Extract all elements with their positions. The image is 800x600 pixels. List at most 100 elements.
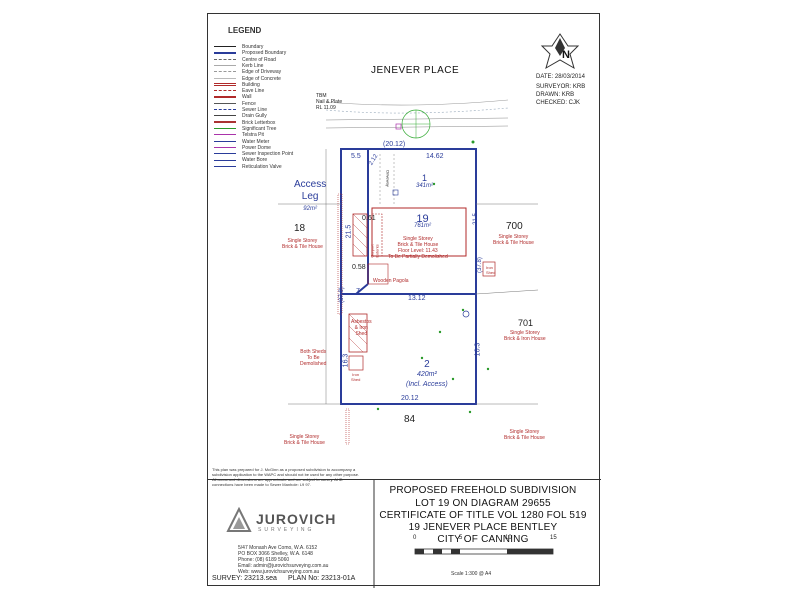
legend-item: Water Bore [214, 157, 267, 163]
dim-21-5-right: 21.5 [472, 213, 479, 225]
lot-84-number: 84 [404, 414, 416, 425]
legend-item: Sewer Line [214, 107, 267, 113]
legend-label: Eave Line [242, 88, 265, 95]
lot-1-label: 1 341m² [416, 173, 434, 189]
legend-item: Fence [214, 101, 256, 107]
legend-item: Drain Gully [214, 113, 267, 119]
title-block [208, 479, 601, 588]
dim-0-61: 0.61 [362, 215, 376, 222]
company-name: JUROVICH [256, 511, 337, 527]
address-line-1: 5/47 Monash Ave Como, W.A. 6152 [238, 545, 318, 551]
legend-label: Proposed Boundary [242, 50, 287, 57]
dim-13-12: 13.12 [408, 295, 426, 302]
dim-0-58: 0.58 [352, 264, 366, 271]
legend-symbol-icon [214, 82, 236, 86]
legend-item: Water Meter [214, 139, 269, 145]
address-line-2: PO BOX 3066 Shelley, W.A. 6148 [238, 551, 313, 557]
legend-label: Edge of Concrete [242, 75, 281, 82]
title-line-2: LOT 19 ON DIAGRAM 29655 [415, 498, 551, 509]
legend-symbol-icon [214, 146, 236, 148]
email: Email: admin@jurovichsurveying.com.au [238, 563, 329, 569]
north-label: N [562, 49, 570, 61]
wooden-pagola-label: Wooden Pagola [373, 278, 409, 284]
legend-item: Boundary [214, 44, 263, 50]
title-line-3: CERTIFICATE OF TITLE VOL 1280 FOL 519 [379, 510, 587, 521]
scale-caption: Scale 1:300 @ A4 [451, 571, 492, 577]
lot-19-label: 19 761m² [414, 213, 432, 229]
legend-symbol-icon [214, 121, 236, 124]
legend-item: Reticulation Valve [214, 164, 282, 170]
dim-bottom: 20.12 [401, 395, 419, 402]
legend-label: Fence [242, 100, 256, 107]
legend-item: Power Dome [214, 145, 271, 151]
title-line-1: PROPOSED FREEHOLD SUBDIVISION [389, 485, 577, 496]
legend-symbol-icon [214, 109, 236, 111]
legend-symbol-icon [214, 153, 236, 155]
legend-item: Significant Tree [214, 126, 276, 132]
lot-700-number: 700 [506, 221, 523, 232]
legend-label: Sewer Line [242, 107, 268, 113]
north-arrow-icon: N [540, 33, 580, 70]
drawn: DRAWN: KRB [536, 92, 575, 98]
legend-label: Water Meter [242, 138, 270, 145]
legend-label: Sewer Inspection Point [242, 151, 294, 158]
legend-symbol-icon [214, 77, 236, 79]
date: DATE: 28/03/2014 [536, 74, 585, 80]
title-line-5: CITY OF CANNING [437, 534, 529, 545]
dim-14-62: 14.62 [426, 153, 444, 160]
dim-21-5-left: 21.5 [345, 224, 353, 239]
legend-item: Kerb Line [214, 63, 263, 69]
jurovich-logo-icon [226, 507, 252, 532]
survey-reference: SURVEY: 23213.sea [212, 575, 277, 582]
legend-label: Significant Tree [242, 125, 277, 132]
legend-label: Wall [242, 94, 252, 101]
dim-7: 7 [356, 288, 360, 295]
legend-symbol-icon [214, 90, 236, 92]
title-line-4: 19 JENEVER PLACE BENTLEY [408, 522, 558, 533]
lot-18-number: 18 [294, 223, 306, 234]
plan-drawing [278, 99, 539, 445]
legend-symbol-icon [214, 140, 236, 142]
legend-symbol-icon [214, 102, 236, 104]
legend-label: Telstra Pit [242, 132, 264, 139]
lot-701-number: 701 [518, 318, 534, 328]
legend-item: Eave Line [214, 88, 264, 94]
legend-label: Centre of Road [242, 56, 276, 63]
legend-item: Telstra Pit [214, 132, 264, 138]
scale-tick-10: 10 [505, 535, 512, 541]
website: Web: www.jurovichsurveying.com.au [238, 569, 320, 575]
legend-label: Power Dome [242, 144, 271, 151]
legend-item: Building [214, 82, 260, 88]
legend-label: Brick Letterbox [242, 119, 276, 126]
dim-16-3-right: 16.3 [474, 342, 482, 357]
surveyor: SURVEYOR: KRB [536, 84, 586, 90]
dim-5-5: 5.5 [351, 153, 361, 160]
legend-label: Boundary [242, 44, 264, 50]
street-name: JENEVER PLACE [371, 65, 460, 76]
legend-label: Reticulation Valve [242, 163, 282, 170]
legend-symbol-icon [214, 46, 236, 48]
legend-title: LEGEND [228, 26, 262, 35]
checked: CHECKED: CJK [536, 100, 581, 106]
legend-item: Wall [214, 94, 252, 100]
lot-2-label: 2 420m² (Incl. Access) [406, 359, 448, 389]
legend-item: Sewer Inspection Point [214, 151, 293, 157]
legend-symbol-icon [214, 165, 236, 167]
legend-symbol-icon [214, 115, 236, 117]
legend-symbol-icon [214, 159, 236, 161]
legend-label: Kerb Line [242, 62, 264, 69]
dim-top-frontage: (20.12) [383, 141, 406, 148]
dim-37-8-right: (37.8) [476, 257, 483, 273]
legend-symbol-icon [214, 51, 236, 54]
dim-16-3-left: 16.3 [342, 353, 350, 368]
